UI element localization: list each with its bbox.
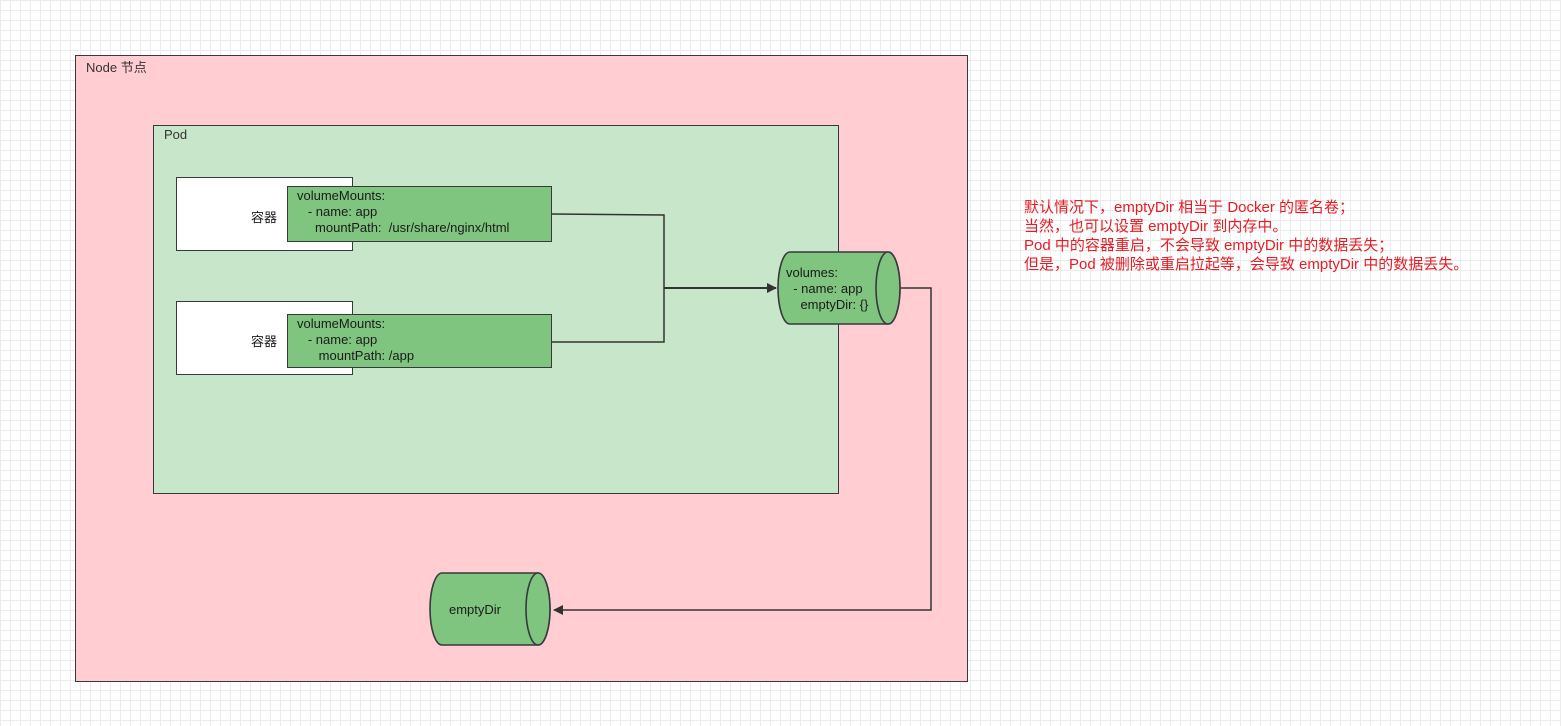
volumes-text: volumes: - name: app emptyDir: {} [786,265,868,313]
container-label-2: 容器 [251,334,278,349]
note-line: 默认情况下，emptyDir 相当于 Docker 的匿名卷； [1024,199,1355,216]
mount-line: - name: app [297,332,378,347]
volume-mounts-box-1: volumeMounts: - name: app mountPath: /us… [287,186,552,242]
note-line: 但是，Pod 被删除或重启拉起等，会导致 emptyDir 中的数据丢失。 [1024,256,1469,273]
volumes-cylinder [777,251,901,325]
emptydir-cylinder [429,572,551,646]
volumes-line: emptyDir: {} [786,297,869,312]
container-label-1: 容器 [251,210,278,225]
node-label: Node 节点 [86,60,147,75]
connector-mount-2 [552,288,665,343]
note-line: 当然，也可以设置 emptyDir 到内存中。 [1024,218,1288,235]
pod-label: Pod [164,127,188,142]
connector-mount-1 [551,213,665,288]
volume-mounts-box-2: volumeMounts: - name: app mountPath: /ap… [287,314,552,368]
annotation-note: 默认情况下，emptyDir 相当于 Docker 的匿名卷； 当然，也可以设置 … [1024,198,1468,274]
arrow-to-emptydir [553,287,932,615]
mount-line: volumeMounts: [297,188,386,203]
note-line: Pod 中的容器重启，不会导致 emptyDir 中的数据丢失； [1024,237,1394,254]
mount-line: volumeMounts: [297,316,386,331]
volumes-line: - name: app [786,281,863,296]
mount-line: mountPath: /usr/share/nginx/html [297,220,510,235]
mount-line: - name: app [297,204,378,219]
mount-line: mountPath: /app [297,348,415,363]
emptydir-label: emptyDir [449,602,502,617]
volumes-line: volumes: [786,265,839,280]
